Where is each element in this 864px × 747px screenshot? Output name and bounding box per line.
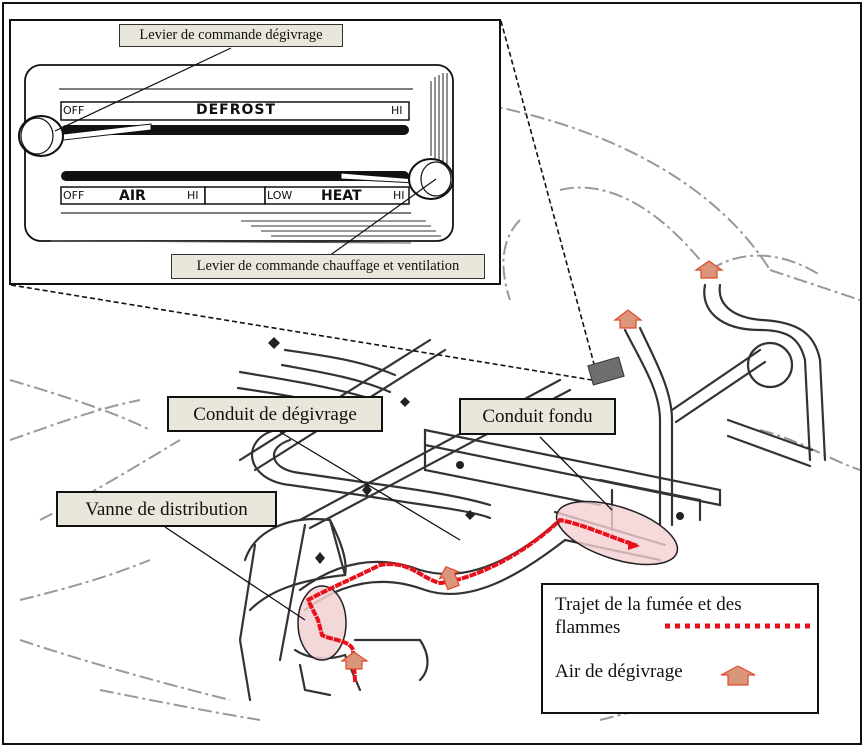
up-arrow-icon <box>438 565 461 591</box>
up-arrow-icon <box>720 665 756 686</box>
melted-duct-highlight <box>555 500 679 566</box>
heat-low-label: LOW <box>267 189 293 202</box>
heat-hi-label: HI <box>393 189 405 202</box>
control-panel-inset: OFF DEFROST HI OFF AIR HI LOW HEAT HI Le… <box>9 19 501 285</box>
air-scale-label: AIR <box>119 188 146 204</box>
control-panel-location-marker <box>587 356 625 386</box>
callout-defrost-lever: Levier de commande dégivrage <box>119 24 343 47</box>
heat-scale-label: HEAT <box>321 188 362 204</box>
defrost-scale-label: DEFROST <box>196 102 277 118</box>
smoke-flame-path <box>305 517 638 683</box>
legend: Trajet de la fumée et des flammes Air de… <box>541 583 819 714</box>
zoom-connector-lines <box>10 20 598 381</box>
up-arrow-icon <box>694 260 724 279</box>
pipe-clamps <box>268 337 684 564</box>
air-off-label: OFF <box>63 189 85 202</box>
legend-smoke-label-line2: flammes <box>555 617 621 638</box>
air-hi-label: HI <box>187 189 199 202</box>
legend-smoke-line-symbol <box>665 623 811 629</box>
callout-leader-lines <box>164 431 613 621</box>
defrost-hi-label: HI <box>391 104 403 117</box>
callout-heat-vent-lever: Levier de commande chauffage et ventilat… <box>171 254 485 279</box>
control-panel-drawing <box>18 47 454 257</box>
defrost-air-arrows <box>340 260 724 670</box>
up-arrow-icon <box>613 309 643 329</box>
smoke-path-arrowhead <box>628 540 640 550</box>
legend-defrost-air-label: Air de dégivrage <box>555 661 683 682</box>
callout-melted-duct: Conduit fondu <box>459 398 616 435</box>
ducts-and-brackets <box>236 283 827 702</box>
defrost-off-label: OFF <box>63 104 85 117</box>
up-arrow-icon <box>340 651 369 670</box>
callout-distribution-valve: Vanne de distribution <box>56 491 277 527</box>
callout-defrost-duct: Conduit de dégivrage <box>167 396 383 432</box>
distribution-valve-highlight <box>297 585 347 661</box>
legend-smoke-label-line1: Trajet de la fumée et des <box>555 594 742 615</box>
